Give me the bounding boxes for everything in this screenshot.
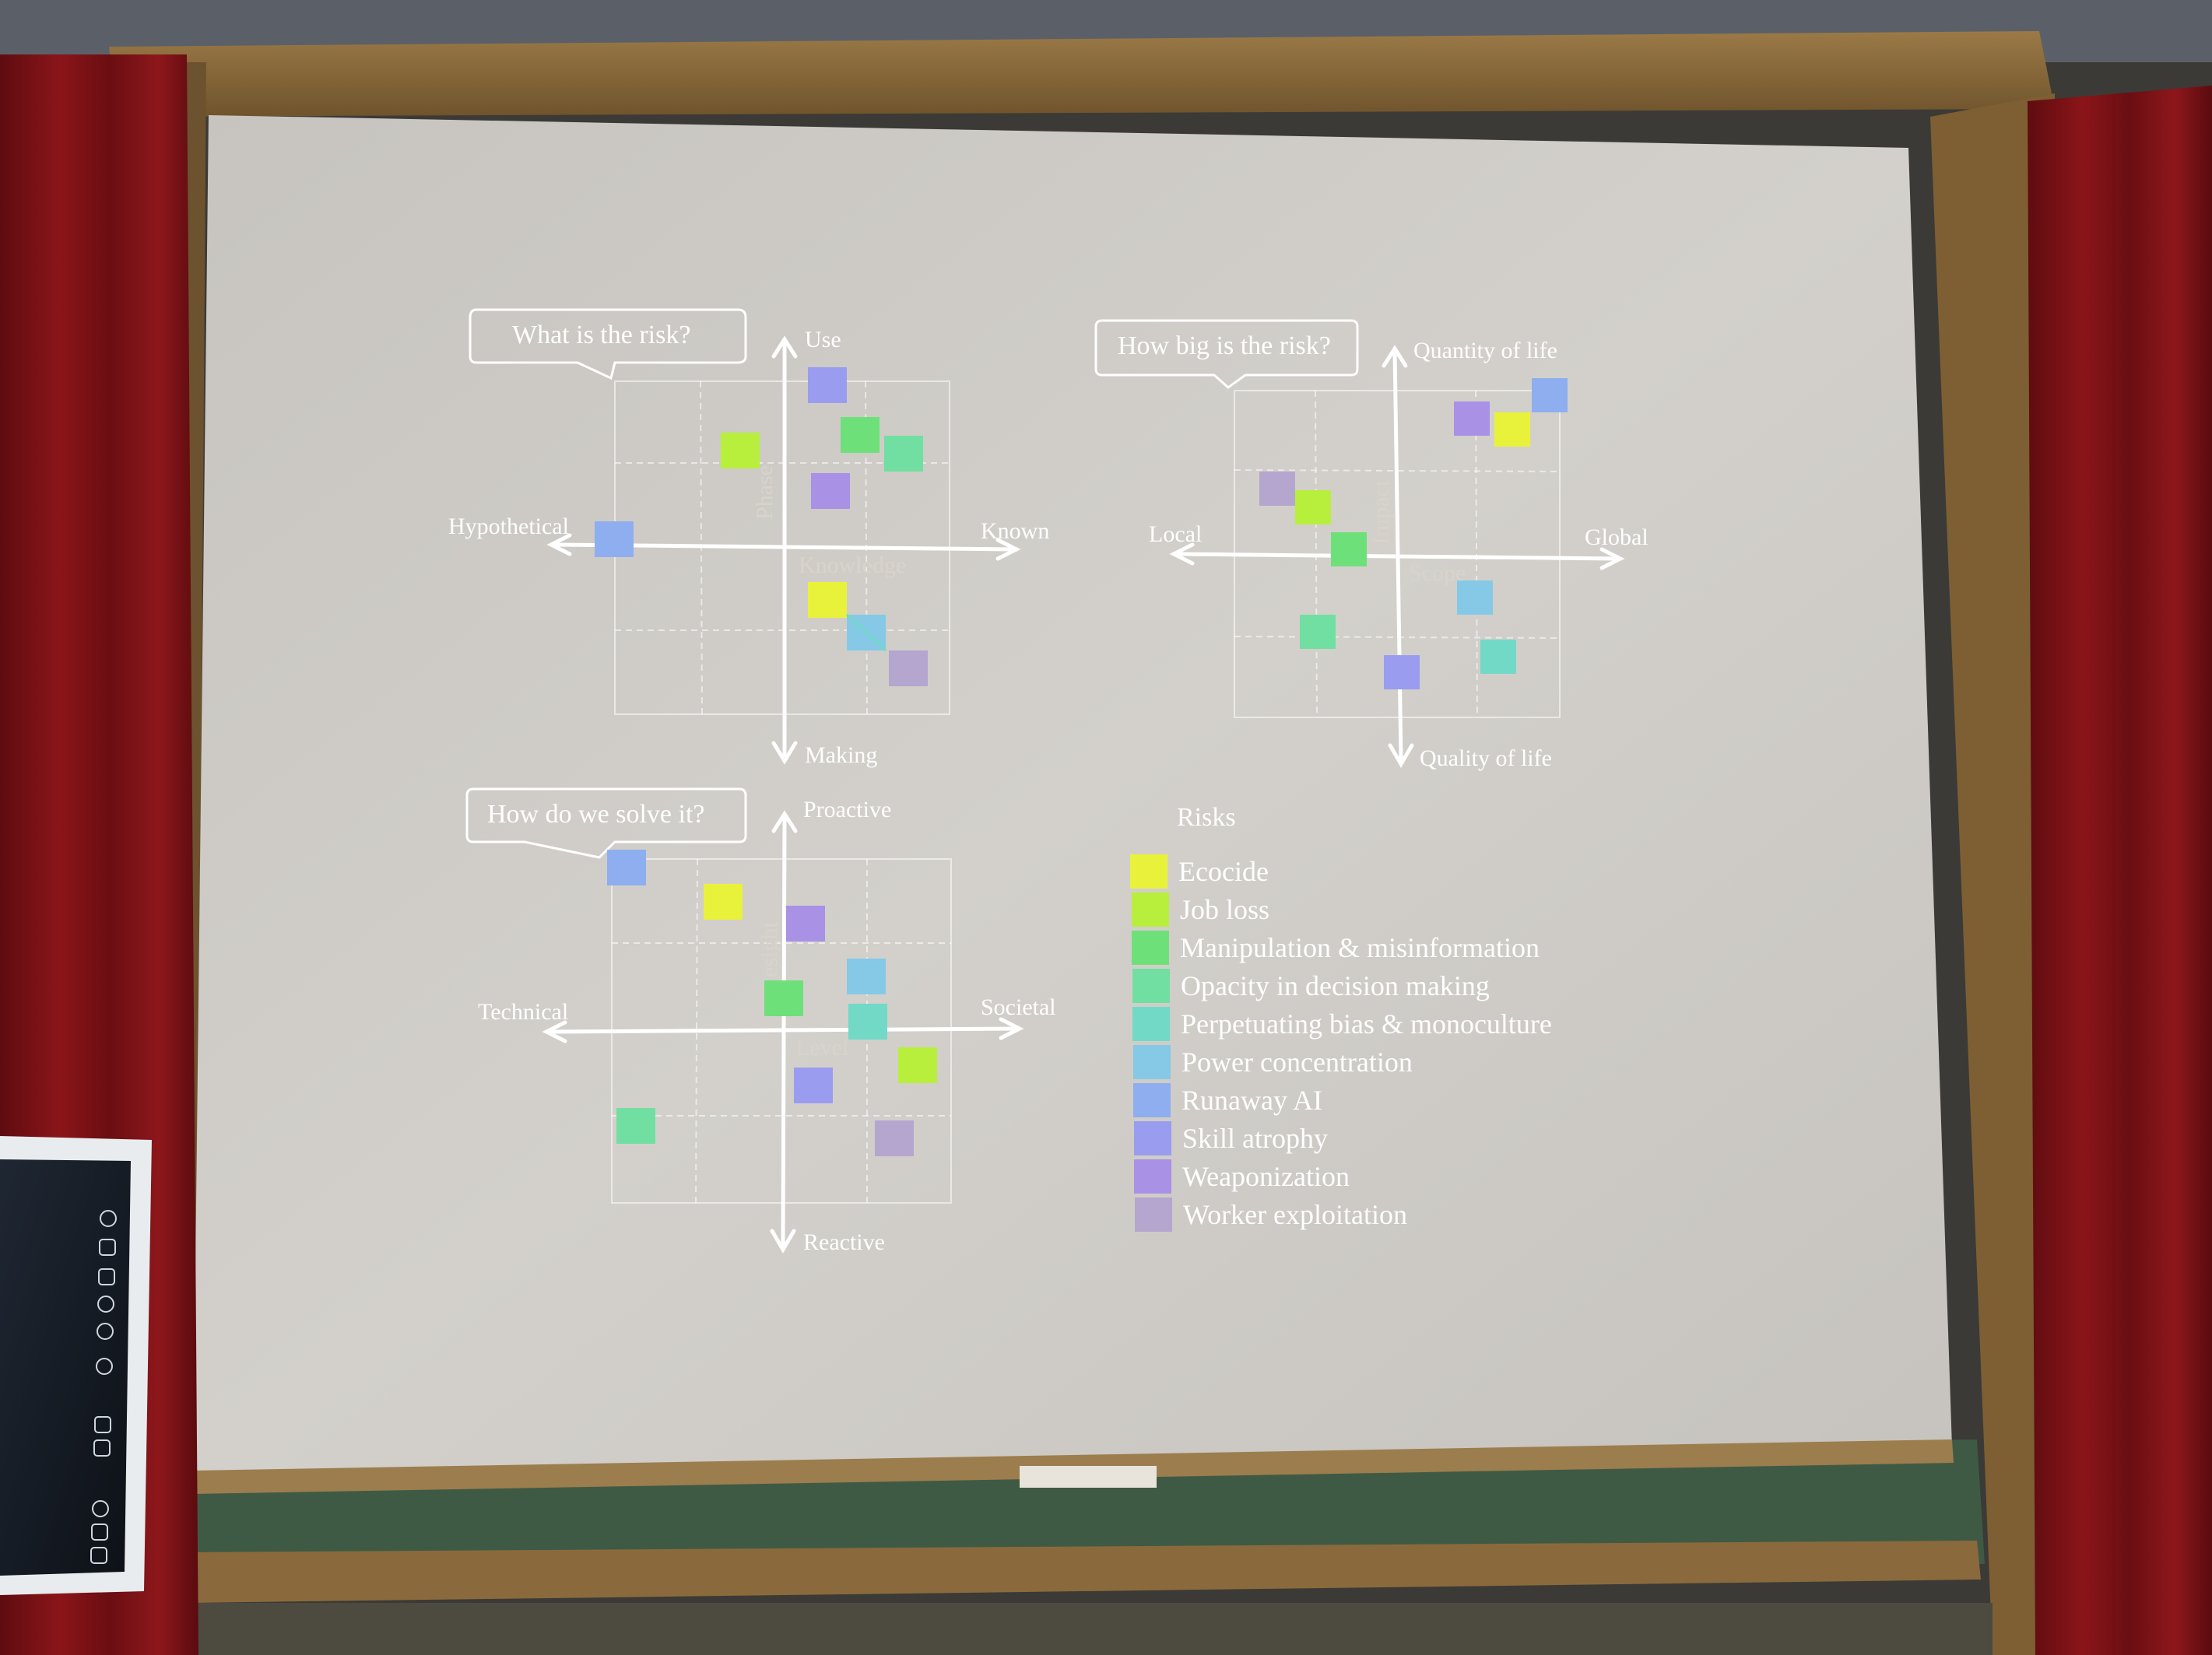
chart-2-bubble [1094,319,1359,389]
lower-wall [187,1603,1993,1655]
marker-skill-atrophy-2 [1384,655,1420,689]
whiteboard-icon[interactable] [94,1416,111,1433]
marker-bias-2 [1480,640,1516,674]
chart-1-axis-right: Known [981,518,1050,544]
legend-label: Opacity in decision making [1181,970,1490,1001]
chart-2-axis-bottom: Quality of life [1420,745,1552,771]
marker-manipulation-2 [1331,532,1367,566]
legend-label: Runaway AI [1181,1085,1322,1116]
marker-job-loss [721,433,760,468]
marker-runaway-ai-3 [607,850,646,885]
help-icon[interactable] [100,1210,117,1227]
chart-1-axis-bottom: Making [805,742,878,768]
legend-title: Risks [1177,803,1236,832]
chart-3-axis-bottom: Reactive [803,1229,885,1255]
legend-swatch [1133,1083,1171,1117]
chart-3-axis-left: Technical [478,999,569,1025]
marker-power-concentration-2 [1457,580,1493,615]
monitor-screen [0,1159,131,1576]
pen-icon[interactable] [98,1268,115,1285]
marker-weaponization-2 [1454,401,1490,436]
legend-label: Weaponization [1182,1161,1350,1192]
chart-2-v-axis-title: Impact [1368,479,1394,545]
legend-swatch [1132,931,1169,965]
marker-weaponization-3 [786,906,825,941]
legend-label: Ecocide [1178,856,1269,887]
right-wood-post [1930,93,2055,1655]
chart-2-axis-right: Global [1585,524,1648,550]
chart-1-axis-left: Hypothetical [448,514,569,539]
settings-icon[interactable] [92,1500,109,1517]
warning-sign [1020,1466,1157,1488]
marker-opacity-3 [616,1108,655,1144]
legend-label: Power concentration [1181,1047,1413,1078]
legend-label: Manipulation & misinformation [1180,932,1540,963]
chart-2-h-axis-title: Scope [1409,560,1466,586]
chart-3-h-axis-title: Level [795,1035,849,1061]
marker-opacity [884,436,923,472]
marker-weaponization [811,473,850,509]
chart-1-h-axis-title: Knowledge [799,552,907,578]
marker-skill-atrophy [808,367,847,403]
marker-job-loss-3 [898,1047,937,1083]
legend-label: Job loss [1180,894,1270,925]
legend-swatch [1130,854,1167,889]
legend-label: Worker exploitation [1183,1199,1408,1230]
chart-3-axes [542,810,1024,1254]
marker-manipulation-3 [764,980,803,1016]
marker-power-concentration-3 [847,959,886,994]
chart-1-markers [595,367,928,686]
marker-ecocide-2 [1494,412,1530,447]
legend-swatch [1132,1007,1170,1041]
legend-label: Skill atrophy [1182,1123,1328,1154]
display-icon[interactable] [99,1239,116,1256]
chalk-tray [187,1541,1981,1603]
chart-3-axis-right: Societal [981,994,1056,1020]
chart-1-question: What is the risk? [512,321,691,349]
legend-swatch [1132,892,1169,927]
marker-manipulation [841,417,880,453]
chart-2-markers [1259,378,1568,689]
chart-3-v-axis-title: esight [757,921,782,977]
share-icon[interactable] [91,1524,108,1541]
camera-icon[interactable] [93,1439,111,1457]
marker-opacity-2 [1300,615,1336,649]
chart-3-axis-top: Proactive [803,797,892,822]
marker-ecocide-3 [704,884,743,920]
legend-label: Perpetuating bias & monoculture [1181,1008,1552,1040]
marker-worker-exploitation [889,650,928,686]
legend-swatch [1132,969,1170,1003]
top-wood-frame [109,31,2055,117]
chart-3-markers [607,850,937,1156]
marker-runaway-ai [595,521,634,557]
right-curtain [2028,86,2212,1655]
marker-ecocide [808,582,847,618]
marker-skill-atrophy-3 [794,1068,833,1103]
marker-bias-3 [848,1004,887,1040]
marker-job-loss-2 [1295,490,1331,524]
eraser-icon[interactable] [97,1296,114,1313]
zoom-icon[interactable] [96,1358,113,1375]
legend-swatch [1133,1045,1171,1079]
chart-2-axis-left: Local [1149,521,1203,547]
chart-1-axis-top: Use [805,327,841,352]
marker-worker-exploitation-2 [1259,472,1295,506]
legend-swatch [1134,1121,1171,1155]
marker-bias-diagonal [845,613,887,652]
marker-runaway-ai-2 [1532,378,1568,412]
chart-2-question: How big is the risk? [1118,331,1331,360]
undo-icon[interactable] [97,1323,114,1340]
chart-1-bubble [469,308,747,380]
chart-2-axes [1169,345,1625,768]
legend-swatch [1134,1159,1171,1194]
chart-3-question: How do we solve it? [487,800,705,829]
chart-1-v-axis-title: Phase [752,465,778,520]
files-icon[interactable] [90,1547,107,1564]
chart-2-axis-top: Quantity of life [1413,338,1557,363]
legend-swatch [1135,1197,1172,1232]
marker-worker-exploitation-3 [875,1120,914,1156]
